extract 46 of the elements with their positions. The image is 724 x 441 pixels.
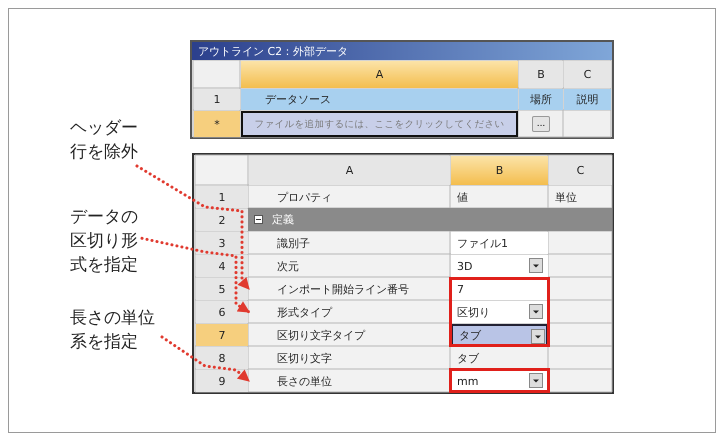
callout-text: 長さの単位系を指定: [70, 307, 156, 354]
property-name: 形式タイプ: [277, 304, 332, 320]
row-number: 3: [196, 232, 248, 254]
column-header: A: [241, 61, 518, 88]
window-title-bar: アウトライン C2 : 外部データ: [192, 42, 612, 60]
callout-text: データの区切り形式を指定: [70, 206, 139, 277]
add-file-field: ファイルを追加するには、ここをクリックしてください: [241, 111, 518, 137]
dropdown-value: タブ: [459, 328, 481, 342]
dropdown-value: mm: [457, 374, 478, 388]
column-title: データソース: [241, 89, 518, 110]
leader-arrow: [140, 236, 250, 314]
section-title: 定義: [272, 212, 295, 228]
property-value: 単位: [554, 190, 578, 206]
column-title: 場所: [519, 89, 563, 110]
row-number: 4: [196, 255, 248, 277]
row-number: 6: [196, 301, 248, 323]
callout-text: ヘッダー行を除外: [70, 117, 139, 164]
dropdown-value: 区切り: [457, 304, 490, 320]
row-number: 8: [196, 347, 248, 369]
property-name: 区切り文字タイプ: [276, 328, 366, 344]
column-header: B: [451, 156, 548, 185]
property-name: 区切り文字: [276, 350, 333, 366]
column-header: C: [549, 156, 612, 185]
property-value: 値: [456, 190, 469, 206]
row-number: *: [194, 111, 240, 137]
row-number: 7: [196, 324, 248, 346]
property-name: 識別子: [276, 236, 311, 252]
property-name: 長さの単位: [277, 374, 332, 388]
row-number: 9: [196, 370, 248, 392]
row-number: 5: [196, 278, 248, 300]
column-title: 説明: [564, 89, 611, 110]
property-value: タブ: [456, 350, 480, 366]
column-header: B: [519, 61, 563, 88]
value-field: ファイル1: [451, 232, 548, 254]
row-number: 1: [194, 89, 240, 110]
leader-arrow: [135, 164, 250, 290]
property-name: インポート開始ライン番号: [277, 282, 409, 296]
row-number: 2: [196, 209, 248, 231]
browse-button: ...: [532, 116, 550, 132]
column-header: C: [564, 61, 611, 88]
property-name: プロパティ: [276, 190, 333, 206]
property-name: 次元: [276, 258, 300, 274]
row-number: 1: [196, 186, 248, 208]
leader-arrow: [160, 336, 250, 382]
column-header: A: [249, 156, 450, 185]
dropdown-value: 3D: [457, 260, 472, 272]
